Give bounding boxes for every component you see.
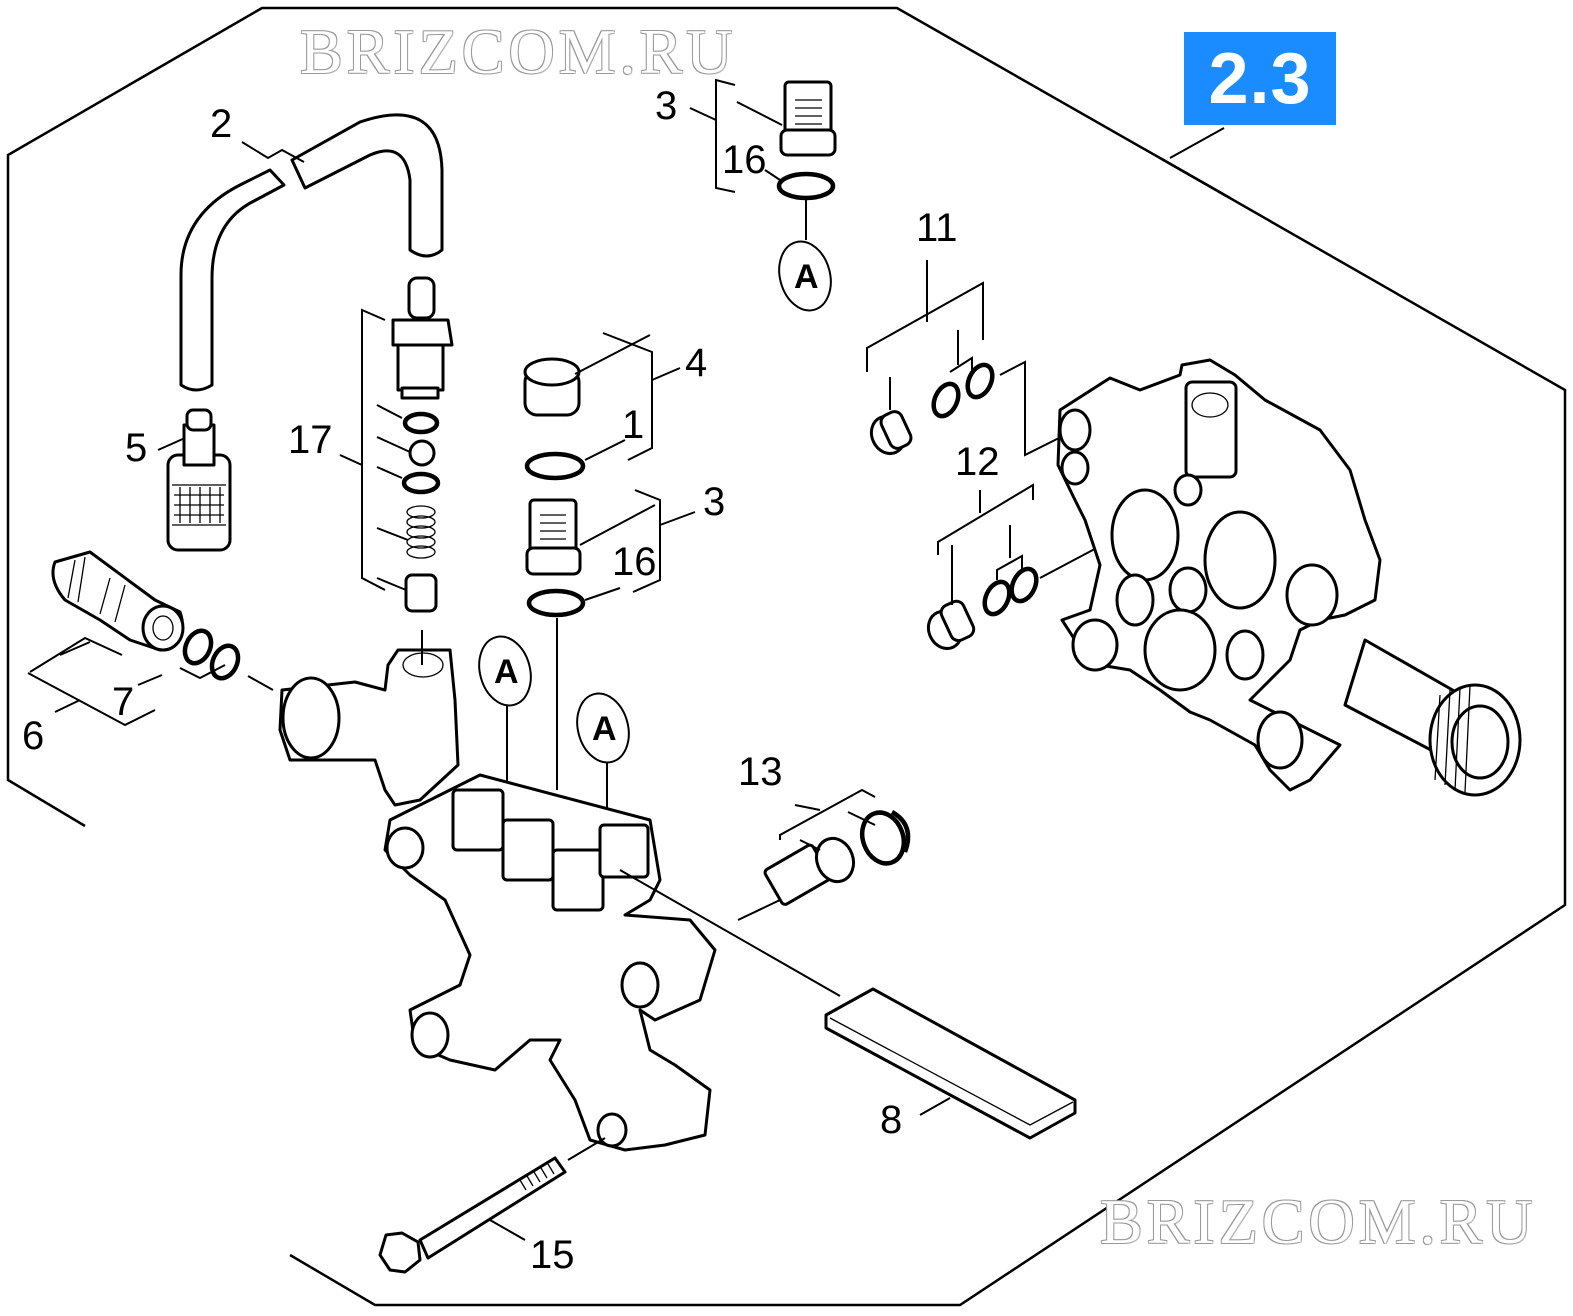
reference-marker-left: A <box>478 635 532 810</box>
callout-11: 11 <box>916 206 958 250</box>
center-leader-lines <box>556 332 696 790</box>
filter-part-5 <box>166 408 232 552</box>
section-number-badge: 2.3 <box>1184 32 1336 125</box>
callout-15: 15 <box>530 1233 575 1277</box>
bolt-part-15 <box>378 1137 606 1274</box>
callout-7: 7 <box>112 680 135 724</box>
callout-3-center: 3 <box>703 480 726 524</box>
pump-head-left <box>278 648 717 1152</box>
valve-part-3 <box>525 498 582 576</box>
callout-17: 17 <box>288 418 333 462</box>
reference-marker-right: A <box>576 692 630 870</box>
callout-2: 2 <box>210 102 233 146</box>
plug-part-4 <box>523 357 581 417</box>
callout-16-center: 16 <box>612 540 657 584</box>
callout-16-top: 16 <box>722 138 767 182</box>
gasket-part-8 <box>619 869 1077 1140</box>
plug-part-12 <box>926 483 1141 650</box>
o-ring-part-16 <box>526 588 586 618</box>
callout-1: 1 <box>622 403 645 447</box>
reference-marker-right-label: A <box>592 710 617 748</box>
reference-marker-left-label: A <box>494 653 519 691</box>
reference-marker-top: A <box>778 240 832 312</box>
callout-6: 6 <box>22 714 45 758</box>
reference-marker-top-label: A <box>794 258 819 296</box>
valve-assembly-part-17 <box>339 276 454 613</box>
hose-part-2 <box>179 113 444 392</box>
o-rings-part-7 <box>182 628 241 681</box>
o-ring-part-1 <box>524 451 586 481</box>
callout-13: 13 <box>738 750 783 794</box>
callout-12: 12 <box>955 440 1000 484</box>
plug-part-11 <box>866 260 1076 457</box>
leader-line-inlet <box>247 675 274 691</box>
callout-8: 8 <box>880 1098 903 1142</box>
top-valve-part-3 <box>689 78 837 240</box>
diagram-frame <box>6 6 1567 1307</box>
callout-3-top: 3 <box>655 84 678 128</box>
misc-leader-lines <box>27 127 1225 727</box>
callout-5: 5 <box>125 426 148 470</box>
pump-head-right <box>1056 358 1522 797</box>
inlet-fitting-part-6 <box>51 550 185 652</box>
valve-part-13 <box>737 788 911 921</box>
callout-4: 4 <box>685 341 708 385</box>
